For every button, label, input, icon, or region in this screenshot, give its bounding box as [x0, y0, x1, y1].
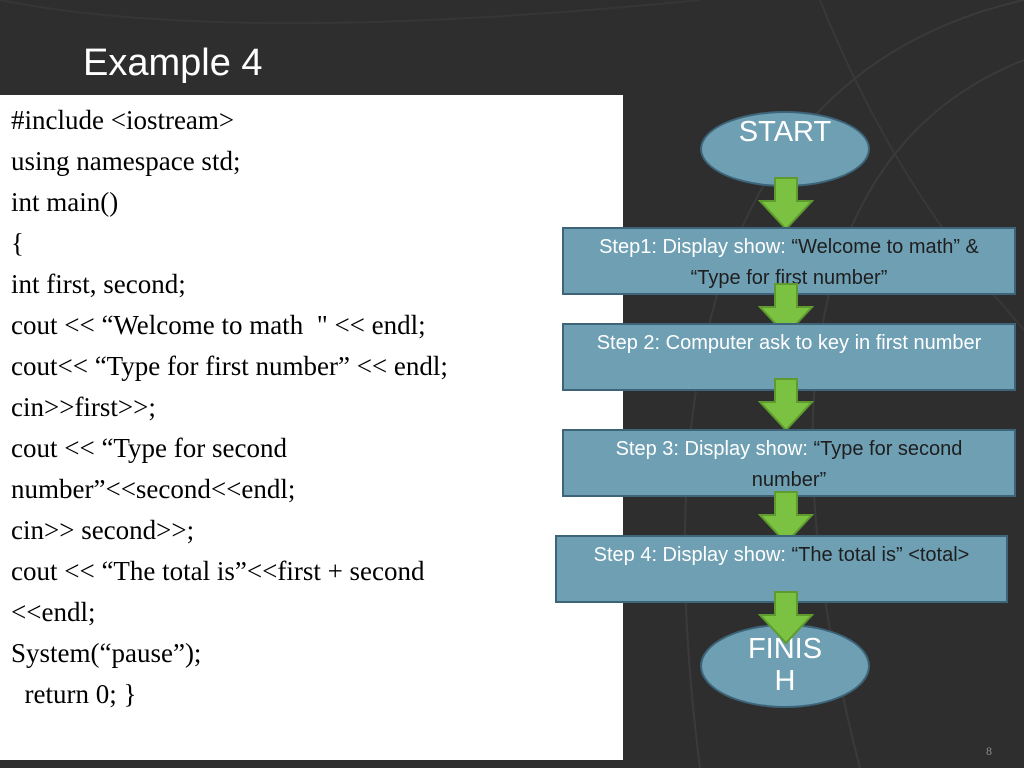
step-1-prefix: Step1: Display show: — [599, 236, 792, 258]
step-3-quoted: “Type for second number” — [751, 438, 963, 491]
arrow-down-icon — [758, 177, 814, 231]
slide-title: Example 4 — [83, 42, 263, 84]
code-line: int main() — [11, 187, 119, 217]
start-label: START — [738, 116, 832, 148]
code-line: System(“pause”); — [11, 638, 202, 668]
code-line: cout<< “Type for first number” << endl; — [11, 351, 448, 381]
step-2-text: Step 2: Computer ask to key in first num… — [596, 332, 982, 354]
arrow-down-icon — [758, 591, 814, 645]
code-line: { — [11, 228, 24, 258]
code-line: #include <iostream> — [11, 105, 235, 135]
step-1-quoted: “Welcome to math” & “Type for first numb… — [690, 236, 979, 289]
arrow-down-icon — [758, 283, 814, 337]
code-line: number”<<second<<endl; — [11, 474, 296, 504]
start-terminal: START — [700, 111, 870, 187]
code-line: cin>> second>>; — [11, 515, 195, 545]
code-line: cout << “Welcome to math " << endl; — [11, 310, 426, 340]
step-4-box: Step 4: Display show: “The total is” <to… — [555, 535, 1008, 603]
code-line: using namespace std; — [11, 146, 241, 176]
finish-terminal: FINISH — [700, 624, 870, 708]
code-line: cout << “Type for second — [11, 433, 287, 463]
code-line: int first, second; — [11, 269, 186, 299]
code-panel: #include <iostream> using namespace std;… — [0, 95, 623, 760]
step-4-prefix: Step 4: Display show: — [593, 544, 792, 566]
step-3-prefix: Step 3: Display show: — [615, 438, 814, 460]
step-3-box: Step 3: Display show: “Type for second n… — [562, 429, 1016, 497]
arrow-down-icon — [758, 491, 814, 545]
arrow-down-icon — [758, 378, 814, 432]
code-line: return 0; } — [11, 679, 137, 709]
code-line: <<endl; — [11, 597, 96, 627]
page-number: 8 — [986, 744, 992, 758]
code-line: cout << “The total is”<<first + second — [11, 556, 425, 586]
code-line: cin>>first>>; — [11, 392, 156, 422]
step-4-quoted: “The total is” <total> — [791, 544, 970, 566]
